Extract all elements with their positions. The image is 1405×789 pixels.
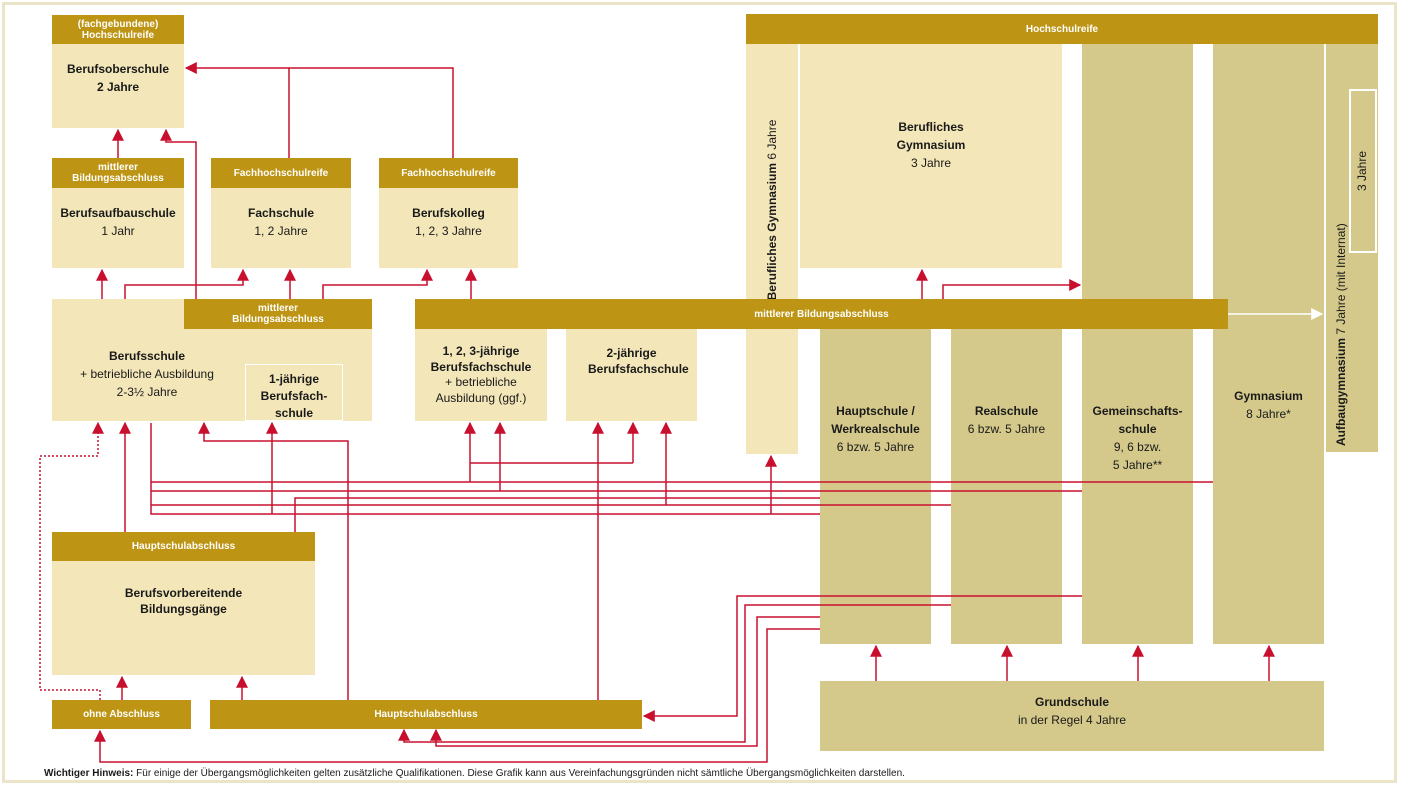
fachschule-duration: 1, 2 Jahre	[254, 224, 308, 238]
berufliches-gymnasium-3-box: Berufliches Gymnasium 3 Jahre	[800, 44, 1062, 268]
berufskolleg-duration: 1, 2, 3 Jahre	[415, 224, 482, 238]
berufsoberschule-title: Berufsoberschule	[66, 62, 170, 76]
berufsaufbauschule-duration: 1 Jahr	[101, 224, 135, 238]
berufsschule-title: Berufsschule	[108, 349, 186, 363]
realschule-duration: 6 bzw. 5 Jahre	[967, 422, 1046, 436]
hauptschule-duration: 6 bzw. 5 Jahre	[836, 440, 915, 454]
berufsschule-ausbildung: + betriebliche Ausbildung	[80, 367, 214, 381]
fachschule-header: Fachhochschulreife	[211, 158, 351, 188]
gymnasium-title: Gymnasium	[1234, 389, 1303, 403]
grundschule-duration: in der Regel 4 Jahre	[1017, 713, 1127, 727]
berufsvorbereitend-title: Berufsvorbereitende Bildungsgänge	[124, 586, 243, 616]
berufsoberschule-duration: 2 Jahre	[96, 80, 140, 94]
realschule-box: Realschule 6 bzw. 5 Jahre	[951, 329, 1062, 644]
einjaehrige-berufsfachschule-box: 1-jährige Berufsfach-schule	[245, 364, 343, 421]
berufsfachschule-123-box: 1, 2, 3-jährige Berufsfachschule + betri…	[415, 329, 547, 421]
hauptschulabschluss-bar: Hauptschulabschluss	[210, 700, 642, 729]
ohne-abschluss-bar: ohne Abschluss	[52, 700, 191, 729]
hauptschule-title: Hauptschule / Werkrealschule	[831, 404, 920, 436]
berufskolleg-header: Fachhochschulreife	[379, 158, 518, 188]
berufliches-gymnasium-6-box: Berufliches Gymnasium 6 Jahre	[746, 44, 798, 454]
berufsaufbauschule-header: mittlerer Bildungsabschluss	[52, 158, 184, 188]
grundschule-title: Grundschule	[1034, 695, 1109, 709]
gemeinschaftsschule-duration-1: 9, 6 bzw.	[1113, 440, 1162, 454]
berufsfachschule-2-box: 2-jährige Berufsfachschule	[566, 329, 697, 421]
hochschulreife-bar: Hochschulreife	[746, 14, 1378, 44]
berufsvorbereitend-box: Berufsvorbereitende Bildungsgänge	[52, 561, 315, 675]
berufsfachschule-123-ausbildung: + betriebliche	[445, 375, 517, 389]
berufsschule-header: mittlerer Bildungsabschluss	[184, 299, 372, 329]
hauptschule-box: Hauptschule / Werkrealschule 6 bzw. 5 Ja…	[820, 329, 931, 644]
gemeinschaftsschule-duration-2: 5 Jahre**	[1112, 458, 1163, 472]
berufsfachschule-2-title: 2-jährige Berufsfachschule	[588, 346, 689, 376]
aufbaugymnasium-3-jahre-box: 3 Jahre	[1349, 89, 1377, 253]
gemeinschaftsschule-title: Gemeinschafts-schule	[1092, 404, 1183, 436]
berufliches-gymnasium-3-duration: 3 Jahre	[910, 156, 952, 170]
berufsoberschule-box: Berufsoberschule 2 Jahre	[52, 44, 184, 128]
footnote-label: Wichtiger Hinweis:	[44, 768, 134, 779]
berufsvorbereitend-header: Hauptschulabschluss	[52, 532, 315, 561]
fachschule-title: Fachschule	[247, 206, 315, 220]
berufsaufbauschule-title: Berufsaufbauschule	[60, 206, 176, 220]
einjaehrige-berufsfachschule-title: 1-jährige Berufsfach-schule	[260, 372, 328, 420]
berufsschule-duration: 2-3½ Jahre	[116, 385, 178, 399]
berufsfachschule-123-ggf: Ausbildung (ggf.)	[435, 391, 527, 405]
berufskolleg-title: Berufskolleg	[412, 206, 485, 220]
berufskolleg-box: Berufskolleg 1, 2, 3 Jahre	[379, 188, 518, 268]
berufsfachschule-123-title: 1, 2, 3-jährige Berufsfachschule	[430, 344, 532, 374]
gymnasium-duration: 8 Jahre*	[1246, 407, 1291, 421]
berufsoberschule-header: (fachgebundene) Hochschulreife	[52, 15, 184, 44]
berufliches-gymnasium-3-title: Berufliches Gymnasium	[896, 120, 966, 152]
footnote: Wichtiger Hinweis: Für einige der Überga…	[44, 768, 905, 779]
mittlerer-bildungsabschluss-bar: mittlerer Bildungsabschluss	[415, 299, 1228, 329]
berufsaufbauschule-box: Berufsaufbauschule 1 Jahr	[52, 188, 184, 268]
gymnasium-box: Gymnasium 8 Jahre*	[1213, 44, 1324, 644]
footnote-text: Für einige der Übergangsmöglichkeiten ge…	[136, 768, 905, 779]
fachschule-box: Fachschule 1, 2 Jahre	[211, 188, 351, 268]
grundschule-box: Grundschule in der Regel 4 Jahre	[820, 681, 1324, 751]
gemeinschaftsschule-box: Gemeinschafts-schule 9, 6 bzw. 5 Jahre**	[1082, 44, 1193, 644]
realschule-title: Realschule	[974, 404, 1039, 418]
aufbaugymnasium-box: 3 Jahre Aufbaugymnasium 7 Jahre (mit Int…	[1326, 44, 1378, 452]
